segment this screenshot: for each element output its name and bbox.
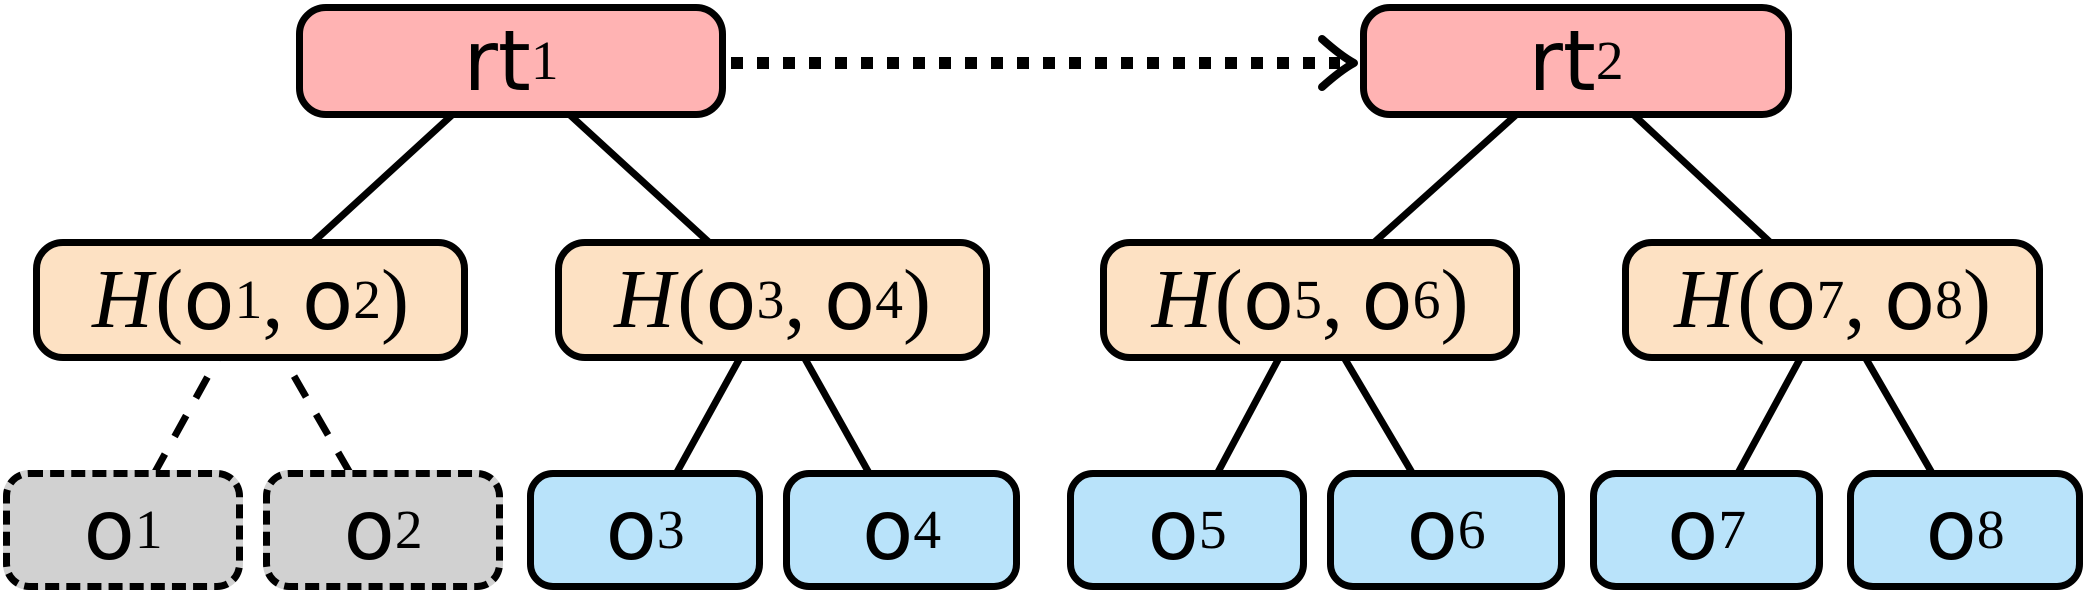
arg1-subscript: 3	[756, 269, 785, 331]
node-label: o	[1147, 481, 1199, 579]
open-paren: (	[677, 253, 706, 346]
arg1: o	[1242, 251, 1295, 349]
arg1-subscript: 5	[1294, 269, 1322, 331]
node-label-subscript: 7	[1718, 499, 1747, 561]
node-label-subscript: 1	[530, 30, 559, 92]
comma: ,	[1321, 253, 1343, 346]
arg2-subscript: 8	[1935, 269, 1963, 331]
close-paren: )	[380, 253, 409, 346]
node-label: o	[1406, 481, 1458, 579]
node-label: o	[1666, 481, 1719, 579]
node-label: o	[343, 481, 395, 579]
arg1: o	[705, 251, 757, 349]
close-paren: )	[1440, 253, 1469, 346]
close-paren: )	[1962, 253, 1991, 346]
arg1: o	[183, 251, 235, 349]
node-label-subscript: 2	[1595, 30, 1624, 92]
arg2: o	[823, 251, 876, 349]
arg1-subscript: 1	[234, 269, 263, 331]
comma: ,	[1844, 253, 1866, 346]
node-label-subscript: 3	[656, 499, 685, 561]
arg2: o	[301, 251, 354, 349]
node-label: rt	[1528, 12, 1596, 110]
edge-rt1-rt2-dotted-arrow	[731, 35, 1358, 91]
node-label-subscript: 2	[394, 499, 423, 561]
node-label-subscript: 8	[1976, 499, 2005, 561]
arg2: o	[1883, 251, 1936, 349]
arrow-head-icon	[1318, 35, 1358, 91]
node-label: o	[605, 481, 657, 579]
comma: ,	[262, 253, 284, 346]
open-paren: (	[155, 253, 184, 346]
comma: ,	[784, 253, 806, 346]
node-label: o	[83, 481, 135, 579]
hash-function: H	[92, 253, 153, 346]
arg2: o	[1361, 251, 1413, 349]
open-paren: (	[1737, 253, 1766, 346]
node-label-subscript: 5	[1198, 499, 1227, 561]
node-label-subscript: 6	[1457, 499, 1486, 561]
arg1-subscript: 7	[1816, 269, 1845, 331]
arg2-subscript: 6	[1412, 269, 1441, 331]
node-label: o	[1925, 481, 1977, 579]
node-label: o	[861, 481, 914, 579]
node-label: rt	[463, 12, 531, 110]
hash-function: H	[614, 253, 675, 346]
node-label-subscript: 1	[134, 499, 163, 561]
arg1: o	[1765, 251, 1817, 349]
node-label-subscript: 4	[913, 499, 942, 561]
arg2-subscript: 4	[875, 269, 903, 331]
close-paren: )	[902, 253, 931, 346]
arg2-subscript: 2	[353, 269, 381, 331]
open-paren: (	[1214, 253, 1243, 346]
hash-function: H	[1674, 253, 1735, 346]
hash-function: H	[1151, 253, 1213, 346]
